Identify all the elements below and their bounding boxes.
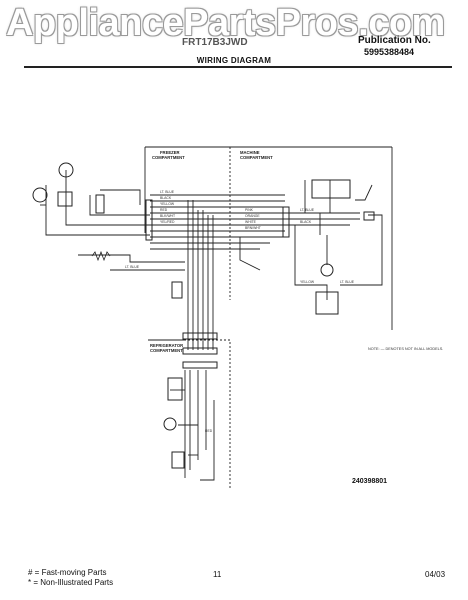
wire-label: BLACK xyxy=(300,220,312,224)
diagram-note: NOTE: — DENOTES NOT IN ALL MODELS. xyxy=(368,347,443,351)
freezer-compartment-label-2: COMPARTMENT xyxy=(152,155,185,160)
wire-label: LT. BLUE xyxy=(340,280,355,284)
page-title: WIRING DIAGRAM xyxy=(194,56,274,65)
freezer-light-switch xyxy=(171,281,183,299)
refrigerator-boundary xyxy=(184,339,231,490)
machine-compartment-label-2: COMPARTMENT xyxy=(240,155,273,160)
compressor-terminal xyxy=(320,263,334,277)
harness-connector-machine xyxy=(282,206,290,238)
wire-label: YEL/RED xyxy=(160,220,175,224)
wire-label: LT. BLUE xyxy=(300,208,315,212)
wire-label: PINK xyxy=(245,208,254,212)
diagram-part-code: 240398801 xyxy=(352,478,387,485)
legend-non-illustrated: * = Non-Illustrated Parts xyxy=(28,578,114,587)
wire-label: BRN/WHT xyxy=(245,226,261,230)
header-rule xyxy=(24,66,452,68)
wire-label: ORANGE xyxy=(245,214,260,218)
publication-number: 5995388484 xyxy=(364,47,415,57)
wire-label: BLACK xyxy=(160,196,172,200)
freezer-light-icon xyxy=(58,162,74,178)
wire-label: BLK/WHT xyxy=(160,214,175,218)
harness-connector-lower-c xyxy=(182,361,218,369)
refrigerator-compartment-label-2: COMPARTMENT xyxy=(150,348,183,353)
wire-label: WHITE xyxy=(245,220,257,224)
relay-box xyxy=(311,179,351,199)
publication-label: Publication No. xyxy=(358,35,431,46)
wire-label: YELLOW xyxy=(160,202,175,206)
wire-label: RED xyxy=(160,208,168,212)
defrost-thermostat xyxy=(95,194,105,214)
overload-protector xyxy=(315,291,339,315)
refrigerator-lamp-icon xyxy=(163,417,177,431)
watermark: AppliancePartsPros.com xyxy=(6,2,445,44)
wire-label: YELLOW xyxy=(300,280,315,284)
wire-label: LT. BLUE xyxy=(160,190,175,194)
harness-connector-lower-b xyxy=(182,347,218,355)
footer-date: 04/03 xyxy=(425,570,446,579)
page-number: 11 xyxy=(213,570,222,579)
defrost-timer xyxy=(167,377,183,401)
service-cord-plug xyxy=(363,211,375,221)
machine-compartment-label: MACHINE xyxy=(240,150,260,155)
defrost-heater-terminal xyxy=(57,191,73,207)
drain-heater-icon xyxy=(91,250,111,262)
legend-fast-moving: # = Fast-moving Parts xyxy=(28,568,107,577)
harness-connector-lower-a xyxy=(182,332,218,340)
harness-connector-left xyxy=(145,199,153,241)
freezer-fan-motor-icon xyxy=(32,187,48,203)
refrigerator-compartment-label: REFRIGERATOR xyxy=(150,343,183,348)
model-number: FRT17B3JWD xyxy=(182,37,248,48)
wire-label: RED xyxy=(205,429,213,433)
freezer-compartment-label: FREEZER xyxy=(160,150,180,155)
wire-label: LT. BLUE xyxy=(125,265,140,269)
refrigerator-light-switch xyxy=(171,451,185,469)
